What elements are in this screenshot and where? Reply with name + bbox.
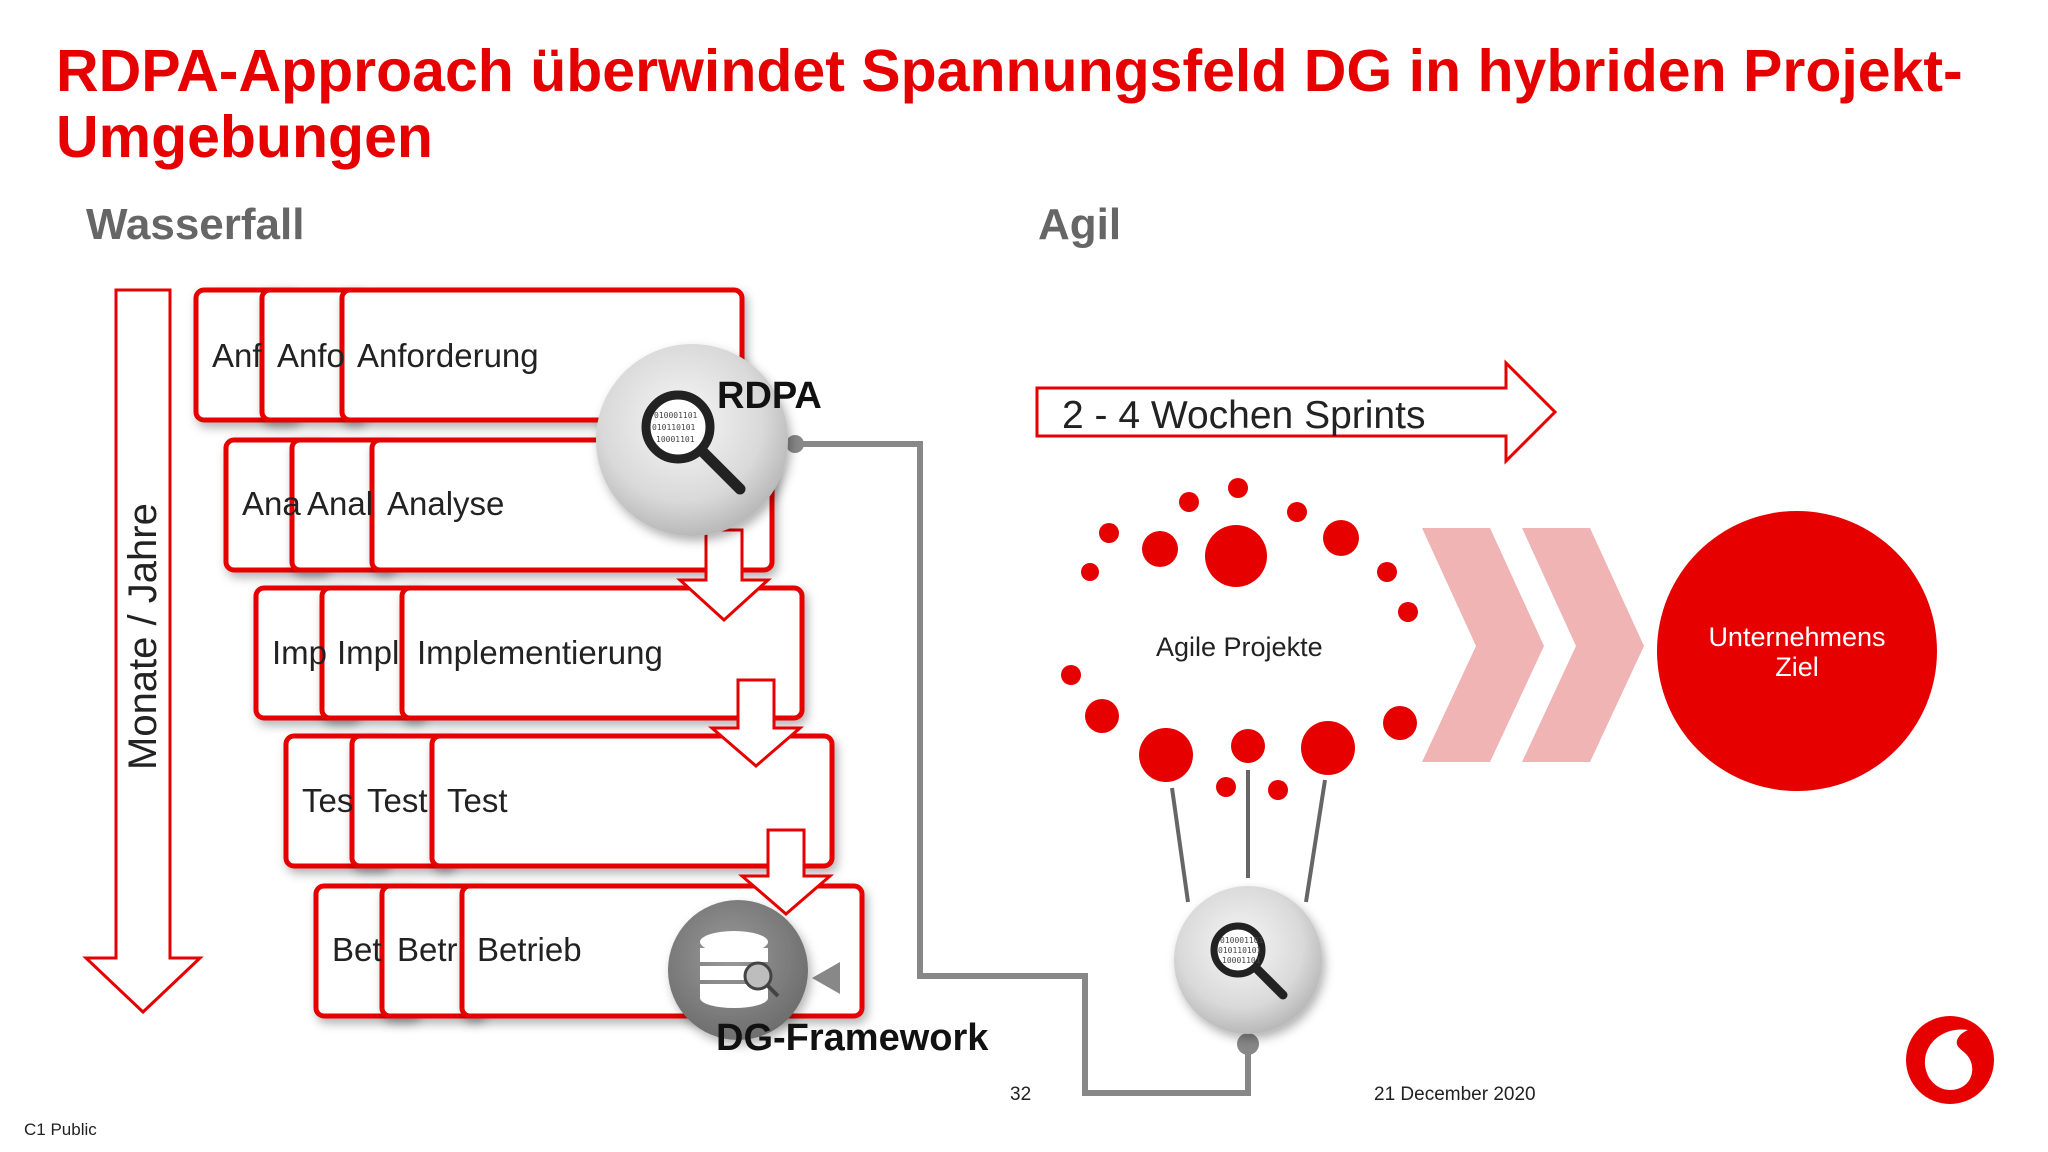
stage-test: Tes Test Test: [283, 733, 835, 869]
goal-label-line1: Unternehmens: [1708, 622, 1885, 652]
code-line: 010110101: [652, 423, 696, 432]
code-line: 010001101: [654, 411, 698, 420]
magnifier-icon: 010001101 010110101 10001101: [596, 344, 788, 536]
rdpa-label: RDPA: [717, 375, 822, 417]
stage-short-1: Bet: [332, 931, 382, 968]
agile-dot: [1216, 777, 1236, 797]
goal-circle: [1657, 511, 1937, 791]
agile-dot: [1323, 520, 1359, 556]
stage-label: Implementierung: [417, 634, 663, 671]
agile-dot: [1085, 699, 1119, 733]
agile-dot: [1061, 665, 1081, 685]
sprint-arrow: [1035, 359, 1558, 465]
chevron-right-icon: [1522, 528, 1644, 762]
agile-dot: [1139, 728, 1193, 782]
stage-short-2: Anfo: [277, 337, 345, 374]
agile-dot: [1383, 706, 1417, 740]
stage-short-1: Anf: [212, 337, 262, 374]
vodafone-logo: [1906, 1016, 1994, 1104]
stage-short-2: Test: [367, 782, 428, 819]
agile-dot: [1231, 729, 1265, 763]
stage-down-arrow: [676, 528, 772, 623]
waterfall-heading: Wasserfall: [86, 200, 305, 249]
agile-dot: [1398, 602, 1418, 622]
agile-projects-label: Agile Projekte: [1156, 632, 1323, 662]
stage-label: Anforderung: [357, 337, 539, 374]
agile-dots: [1061, 478, 1418, 800]
stage-label: Analyse: [387, 485, 504, 522]
classification-label: C1 Public: [24, 1120, 97, 1139]
stage-anforderung: Anf Anfo Anforderung: [193, 287, 745, 423]
agile-dot: [1099, 523, 1119, 543]
agile-dot: [1268, 780, 1288, 800]
stage-short-2: Impl: [337, 634, 399, 671]
stage-down-arrow: [737, 828, 835, 916]
goal-label-line2: Ziel: [1775, 652, 1819, 682]
stage-short-1: Ana: [242, 485, 301, 522]
agile-dot: [1301, 721, 1355, 775]
connector-line: [786, 435, 1259, 1096]
stage-label: Betrieb: [477, 931, 582, 968]
agile-dot: [1081, 563, 1099, 581]
sprint-label: 2 - 4 Wochen Sprints: [1062, 394, 1425, 437]
dg-framework-label: DG-Framework: [716, 1017, 989, 1059]
agile-dot: [1228, 478, 1248, 498]
stage-implementierung: Imp Impl Implementierung: [253, 585, 805, 721]
code-line: 010110101: [1218, 946, 1262, 955]
agile-connector-lines: [1170, 770, 1327, 903]
page-number: 32: [1010, 1084, 1032, 1105]
agile-dot: [1179, 492, 1199, 512]
stage-down-arrow: [707, 678, 805, 768]
stage-short-2: Betr: [397, 931, 458, 968]
slide-date: 21 December 2020: [1374, 1084, 1536, 1105]
code-line: 10001101: [1222, 956, 1261, 965]
stage-short-1: Imp: [272, 634, 327, 671]
agile-dot: [1287, 502, 1307, 522]
agile-dot: [1377, 562, 1397, 582]
database-icon: [668, 900, 808, 1040]
page-title: RDPA-Approach überwindet Spannungsfeld D…: [56, 38, 1963, 170]
stage-short-1: Tes: [302, 782, 353, 819]
chevron-right-icon: [1422, 528, 1544, 762]
time-arrow: [82, 288, 204, 1015]
code-line: 010001101: [1220, 936, 1264, 945]
time-axis-label: Monate / Jahre: [121, 503, 165, 770]
magnifier-icon: 010001101 010110101 10001101: [1174, 886, 1322, 1034]
agile-dot: [1142, 531, 1178, 567]
stage-label: Test: [447, 782, 508, 819]
agile-dot: [1205, 525, 1267, 587]
stage-short-2: Anal: [307, 485, 373, 522]
agile-heading: Agil: [1038, 200, 1122, 249]
code-line: 10001101: [656, 435, 695, 444]
